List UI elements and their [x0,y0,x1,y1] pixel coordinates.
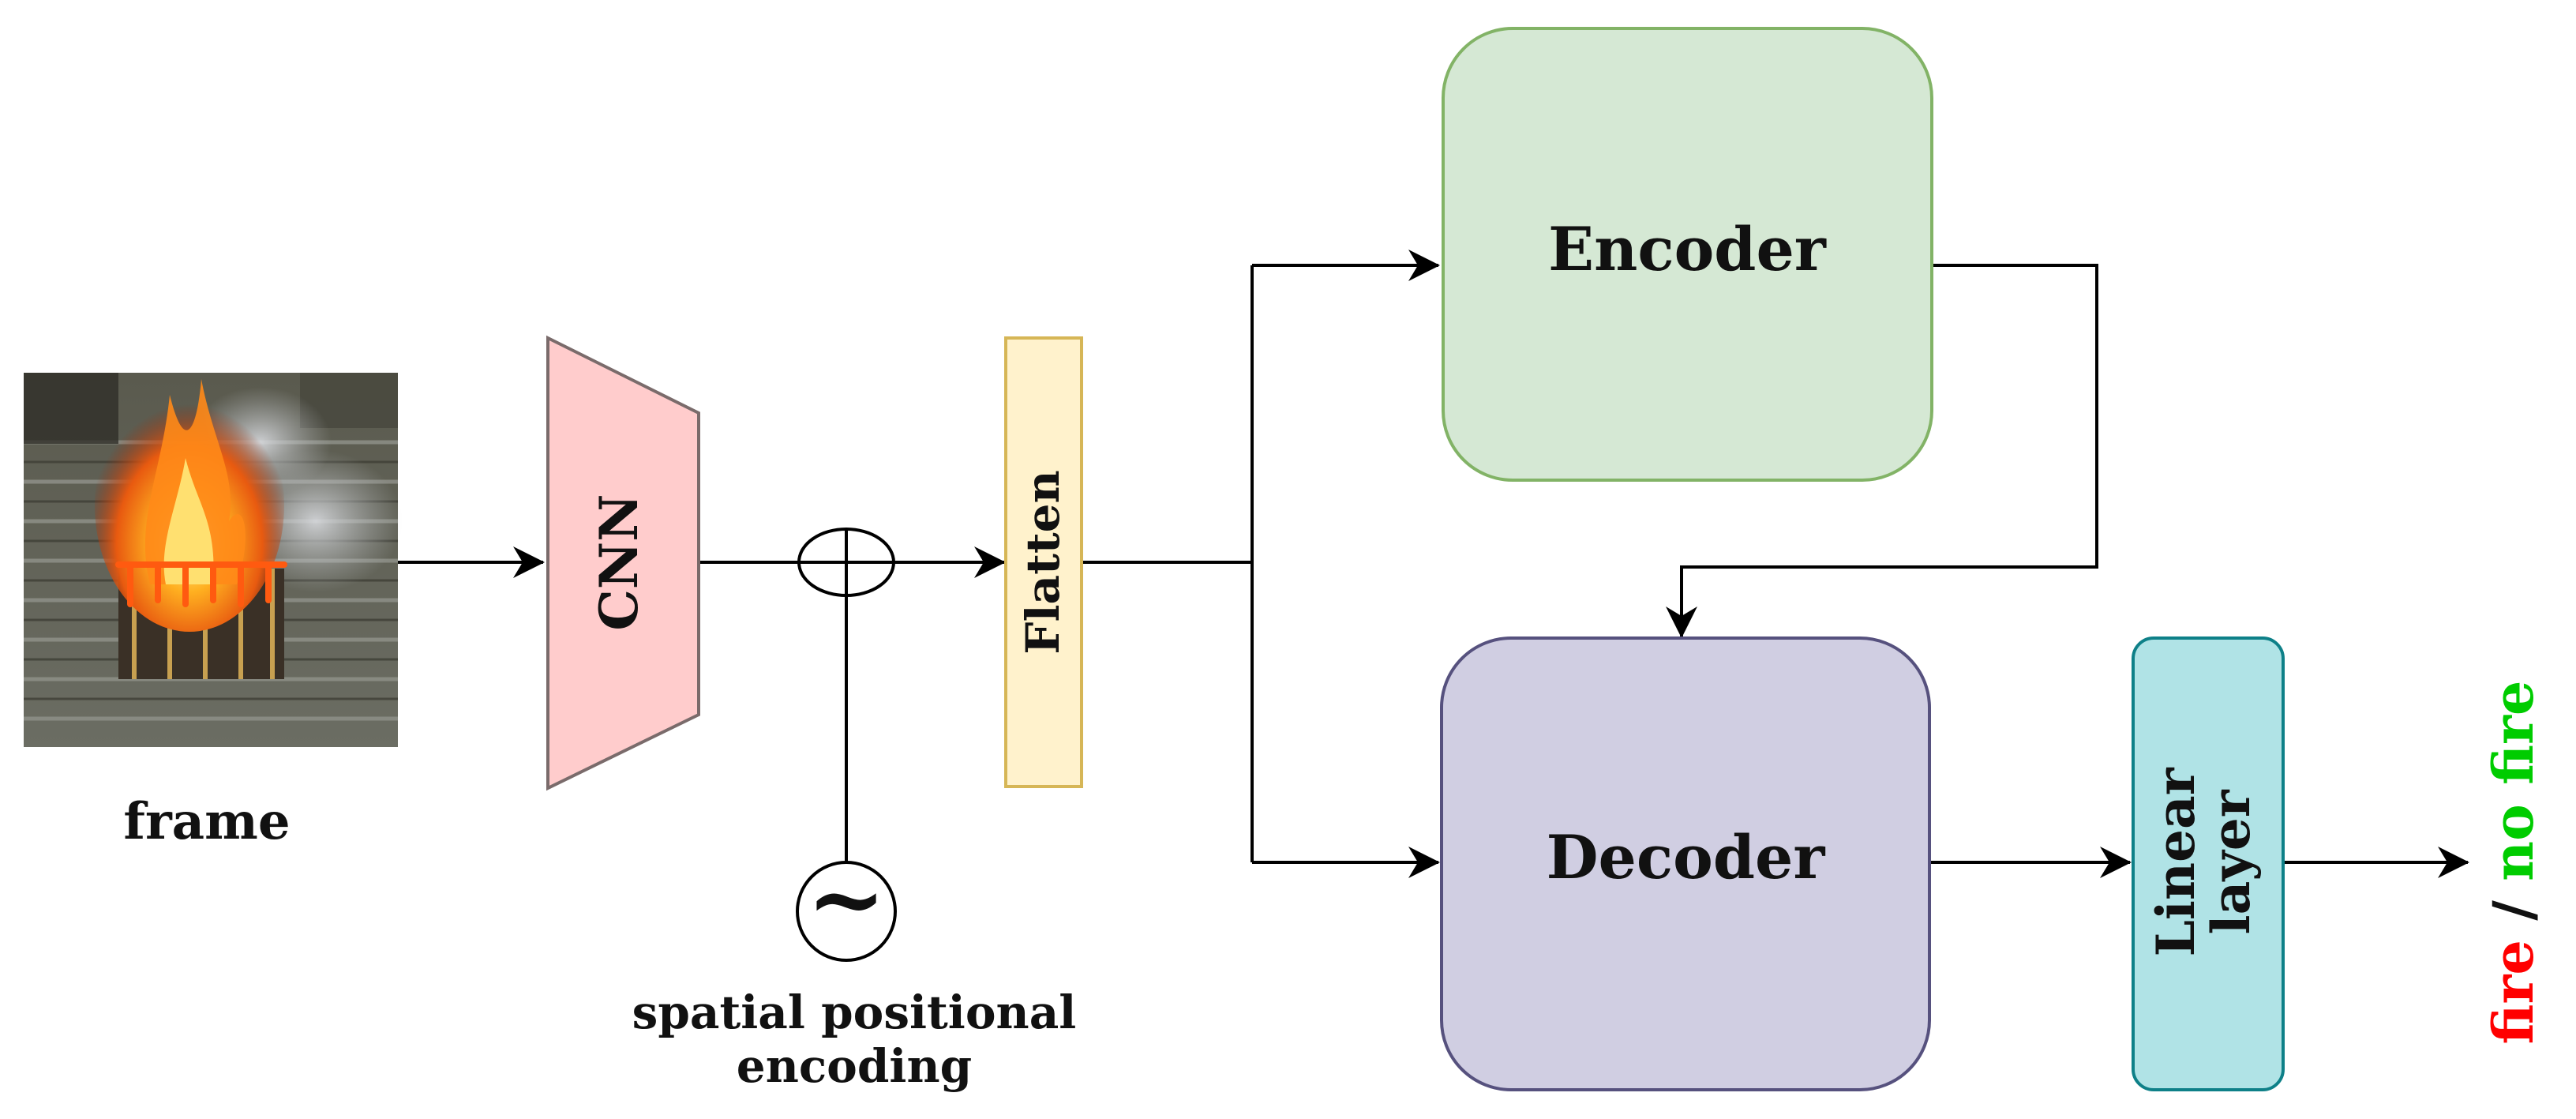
tilde-icon: ~ [807,843,887,955]
flatten-block [1004,336,1083,788]
flatten-label: Flatten [1016,470,1070,654]
decoder-label: Decoder [1547,822,1826,892]
output-no-fire: no fire [2480,681,2546,881]
frame-image [24,373,403,747]
output-label: fire / no fire [2480,681,2546,1045]
output-fire: fire [2480,940,2546,1044]
frame-label: frame [123,792,290,851]
output-separator: / [2480,881,2546,940]
cnn-label: CNN [588,494,650,630]
cnn-block [546,335,700,791]
linear-layer-block [2132,636,2285,1091]
arrow-encoder-to-decoder [1666,264,2098,638]
encoder-label: Encoder [1548,214,1827,284]
decoder-block [1440,636,1931,1091]
encoder-block [1442,27,1933,482]
linear-layer-label-line2: layer [2200,789,2262,934]
positional-encoding-label-line1: spatial positional [632,986,1077,1039]
connectors [398,250,2469,878]
add-operator [797,528,895,597]
positional-encoding-label-line2: encoding [737,1039,972,1093]
positional-encoding-node: ~ [796,843,897,962]
linear-layer-label-line1: Linear [2145,767,2207,956]
